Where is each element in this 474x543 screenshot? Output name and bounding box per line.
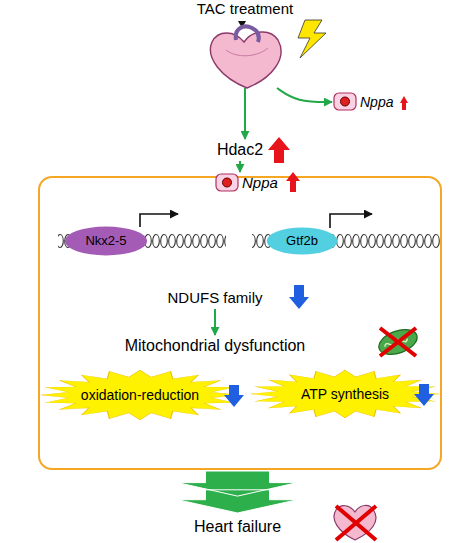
pathway-box: NppaNkx2-5 Gtf2bNDUFS familyMitochondrial… [38,176,442,470]
node-text: Nppa [360,94,393,110]
up-arrow [286,172,300,192]
node-text: Hdac2 [217,141,263,159]
up-arrow [268,137,290,163]
outcome-label: Heart failure [180,515,295,539]
starburst-fill [41,370,239,420]
node-text: ATP synthesis [301,386,389,402]
cross-mark [380,328,416,356]
mitochondrion-icon [375,325,420,359]
down-arrow [224,385,244,407]
node-text: Heart failure [194,518,281,536]
ellipse-fill [267,228,338,255]
step-label: Hdac2 [210,139,270,161]
step-label: TAC treatment [185,0,305,88]
node-text: Gtf2b [286,234,318,249]
effect-starburst: oxidation-reduction [40,370,240,420]
mitochondrion-body [375,325,420,359]
heart-detail [226,48,268,56]
ellipse-fill [65,227,147,256]
aortic-arch [236,27,259,43]
node-text: Mitochondrial dysfunction [125,337,306,355]
flow-arrow [244,88,246,139]
block-arrow [178,471,298,513]
node-text: Nppa [242,174,278,191]
gene-label: Nppa [332,92,402,112]
down-arrow [289,285,309,309]
node-text: oxidation-reduction [81,387,199,403]
node-text: Nkx2-5 [85,234,126,249]
mitochondrion-crista [384,336,408,349]
cross-mark [336,506,376,540]
cell-icon [334,93,356,110]
node-text: NDUFS family [167,289,262,306]
node-text: TAC treatment [197,0,293,17]
flow-arrow [277,88,332,102]
lightning-bolt [298,20,326,58]
effect-starburst: ATP synthesis [250,370,440,418]
gene-label: Nppa [214,172,286,194]
up-arrow [400,96,408,110]
cell-icon [216,174,238,191]
down-arrow [414,384,434,406]
transcription-arrow [140,214,178,227]
flow-arrow [214,309,216,335]
heart-icon [334,505,376,540]
starburst-fill [251,370,439,418]
transcription-arrow [330,214,372,228]
heart-illustration [210,32,281,88]
flow-arrow [239,161,241,172]
step-label: NDUFS family [150,287,280,309]
transcription-factor-ellipse: Nkx2-5 [64,226,148,256]
transcription-factor-ellipse: Gtf2b [266,227,338,255]
step-label: Mitochondrial dysfunction [105,335,325,357]
cross-mark [380,328,416,356]
cross-mark [336,506,376,540]
